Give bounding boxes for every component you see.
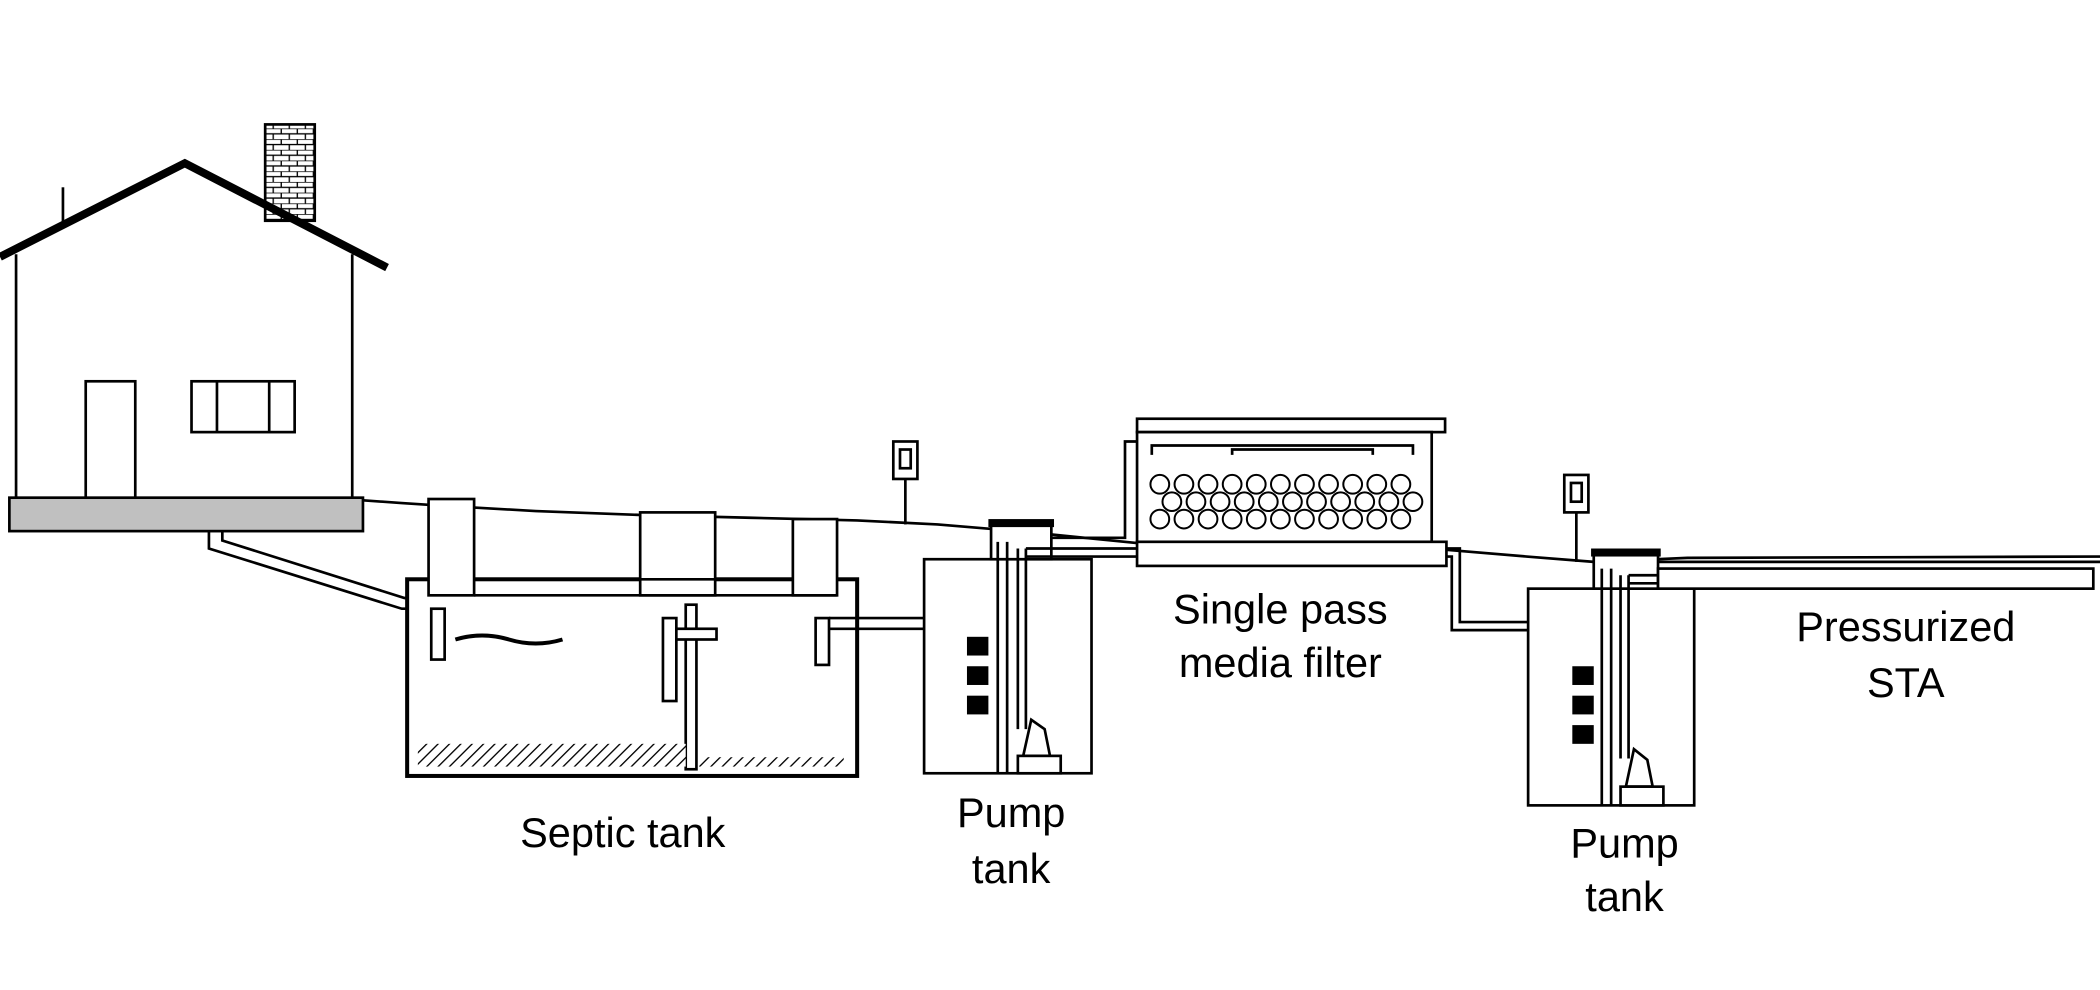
media-ball [1269,473,1291,495]
media-ball [1390,473,1412,495]
septic-tank-label: Septic tank [520,809,726,856]
float-switch-icon [966,695,989,715]
pressurized-sta [1628,560,2100,590]
house-window [190,379,296,434]
pump-tank-1-label-line1: Pump [957,789,1065,836]
media-ball [1221,508,1243,530]
septic-baffle-wall [684,603,698,771]
media-ball [1342,508,1364,530]
media-ball [1354,491,1376,513]
sta-label-line1: Pressurized [1796,603,2015,650]
house [0,123,389,533]
media-ball [1342,473,1364,495]
septic-tank [405,497,925,778]
control-panel-2 [1562,473,1590,562]
scum-layer [454,633,564,646]
sta-label-line2: STA [1867,659,1945,706]
filter-base [1135,540,1448,568]
media-ball [1185,491,1207,513]
pump-tank-2 [1526,548,1696,807]
house-roof [0,158,389,272]
media-ball [1318,508,1339,530]
media-ball [1306,491,1327,513]
media-filter [1135,417,1529,632]
float-switch-icon [1572,695,1594,715]
media-ball [1330,491,1352,513]
media-ball [1197,473,1219,495]
media-filter-label-line1: Single pass [1173,585,1388,632]
media-ball [1149,508,1171,530]
control-panel-1 [891,440,919,525]
media-ball [1209,491,1231,513]
media-ball [1318,473,1339,495]
filter-lid [1135,417,1447,434]
media-ball [1282,491,1303,513]
media-ball [1245,508,1267,530]
media-ball [1294,473,1315,495]
media-ball [1173,508,1195,530]
media-ball [1149,473,1171,495]
media-ball [1269,508,1291,530]
media-ball [1161,491,1183,513]
media-ball [1257,491,1279,513]
filter-media [1149,473,1424,530]
media-ball [1378,491,1400,513]
house-door [84,379,137,500]
float-switch-icon [966,636,989,656]
float-switch-icon [1572,725,1594,744]
media-ball [1390,508,1412,530]
house-foundation [8,496,365,533]
media-ball [1221,473,1243,495]
pump-tank-2-label-line2: tank [1585,873,1664,920]
float-switch-icon [966,666,989,685]
media-ball [1402,491,1424,513]
building-sewer-pipe [207,531,429,611]
media-ball [1173,473,1195,495]
media-filter-label-line2: media filter [1179,639,1382,686]
pump-tank-1-label-line2: tank [972,845,1051,892]
pump-tank-2-label-line1: Pump [1570,820,1678,867]
float-switch-icon [1572,666,1594,685]
sludge-layer [417,743,686,767]
media-ball [1366,473,1388,495]
media-ball [1245,473,1267,495]
media-ball [1366,508,1388,530]
media-ball [1197,508,1219,530]
media-ball [1233,491,1255,513]
media-ball [1294,508,1315,530]
pump-tank-1 [922,440,1138,775]
